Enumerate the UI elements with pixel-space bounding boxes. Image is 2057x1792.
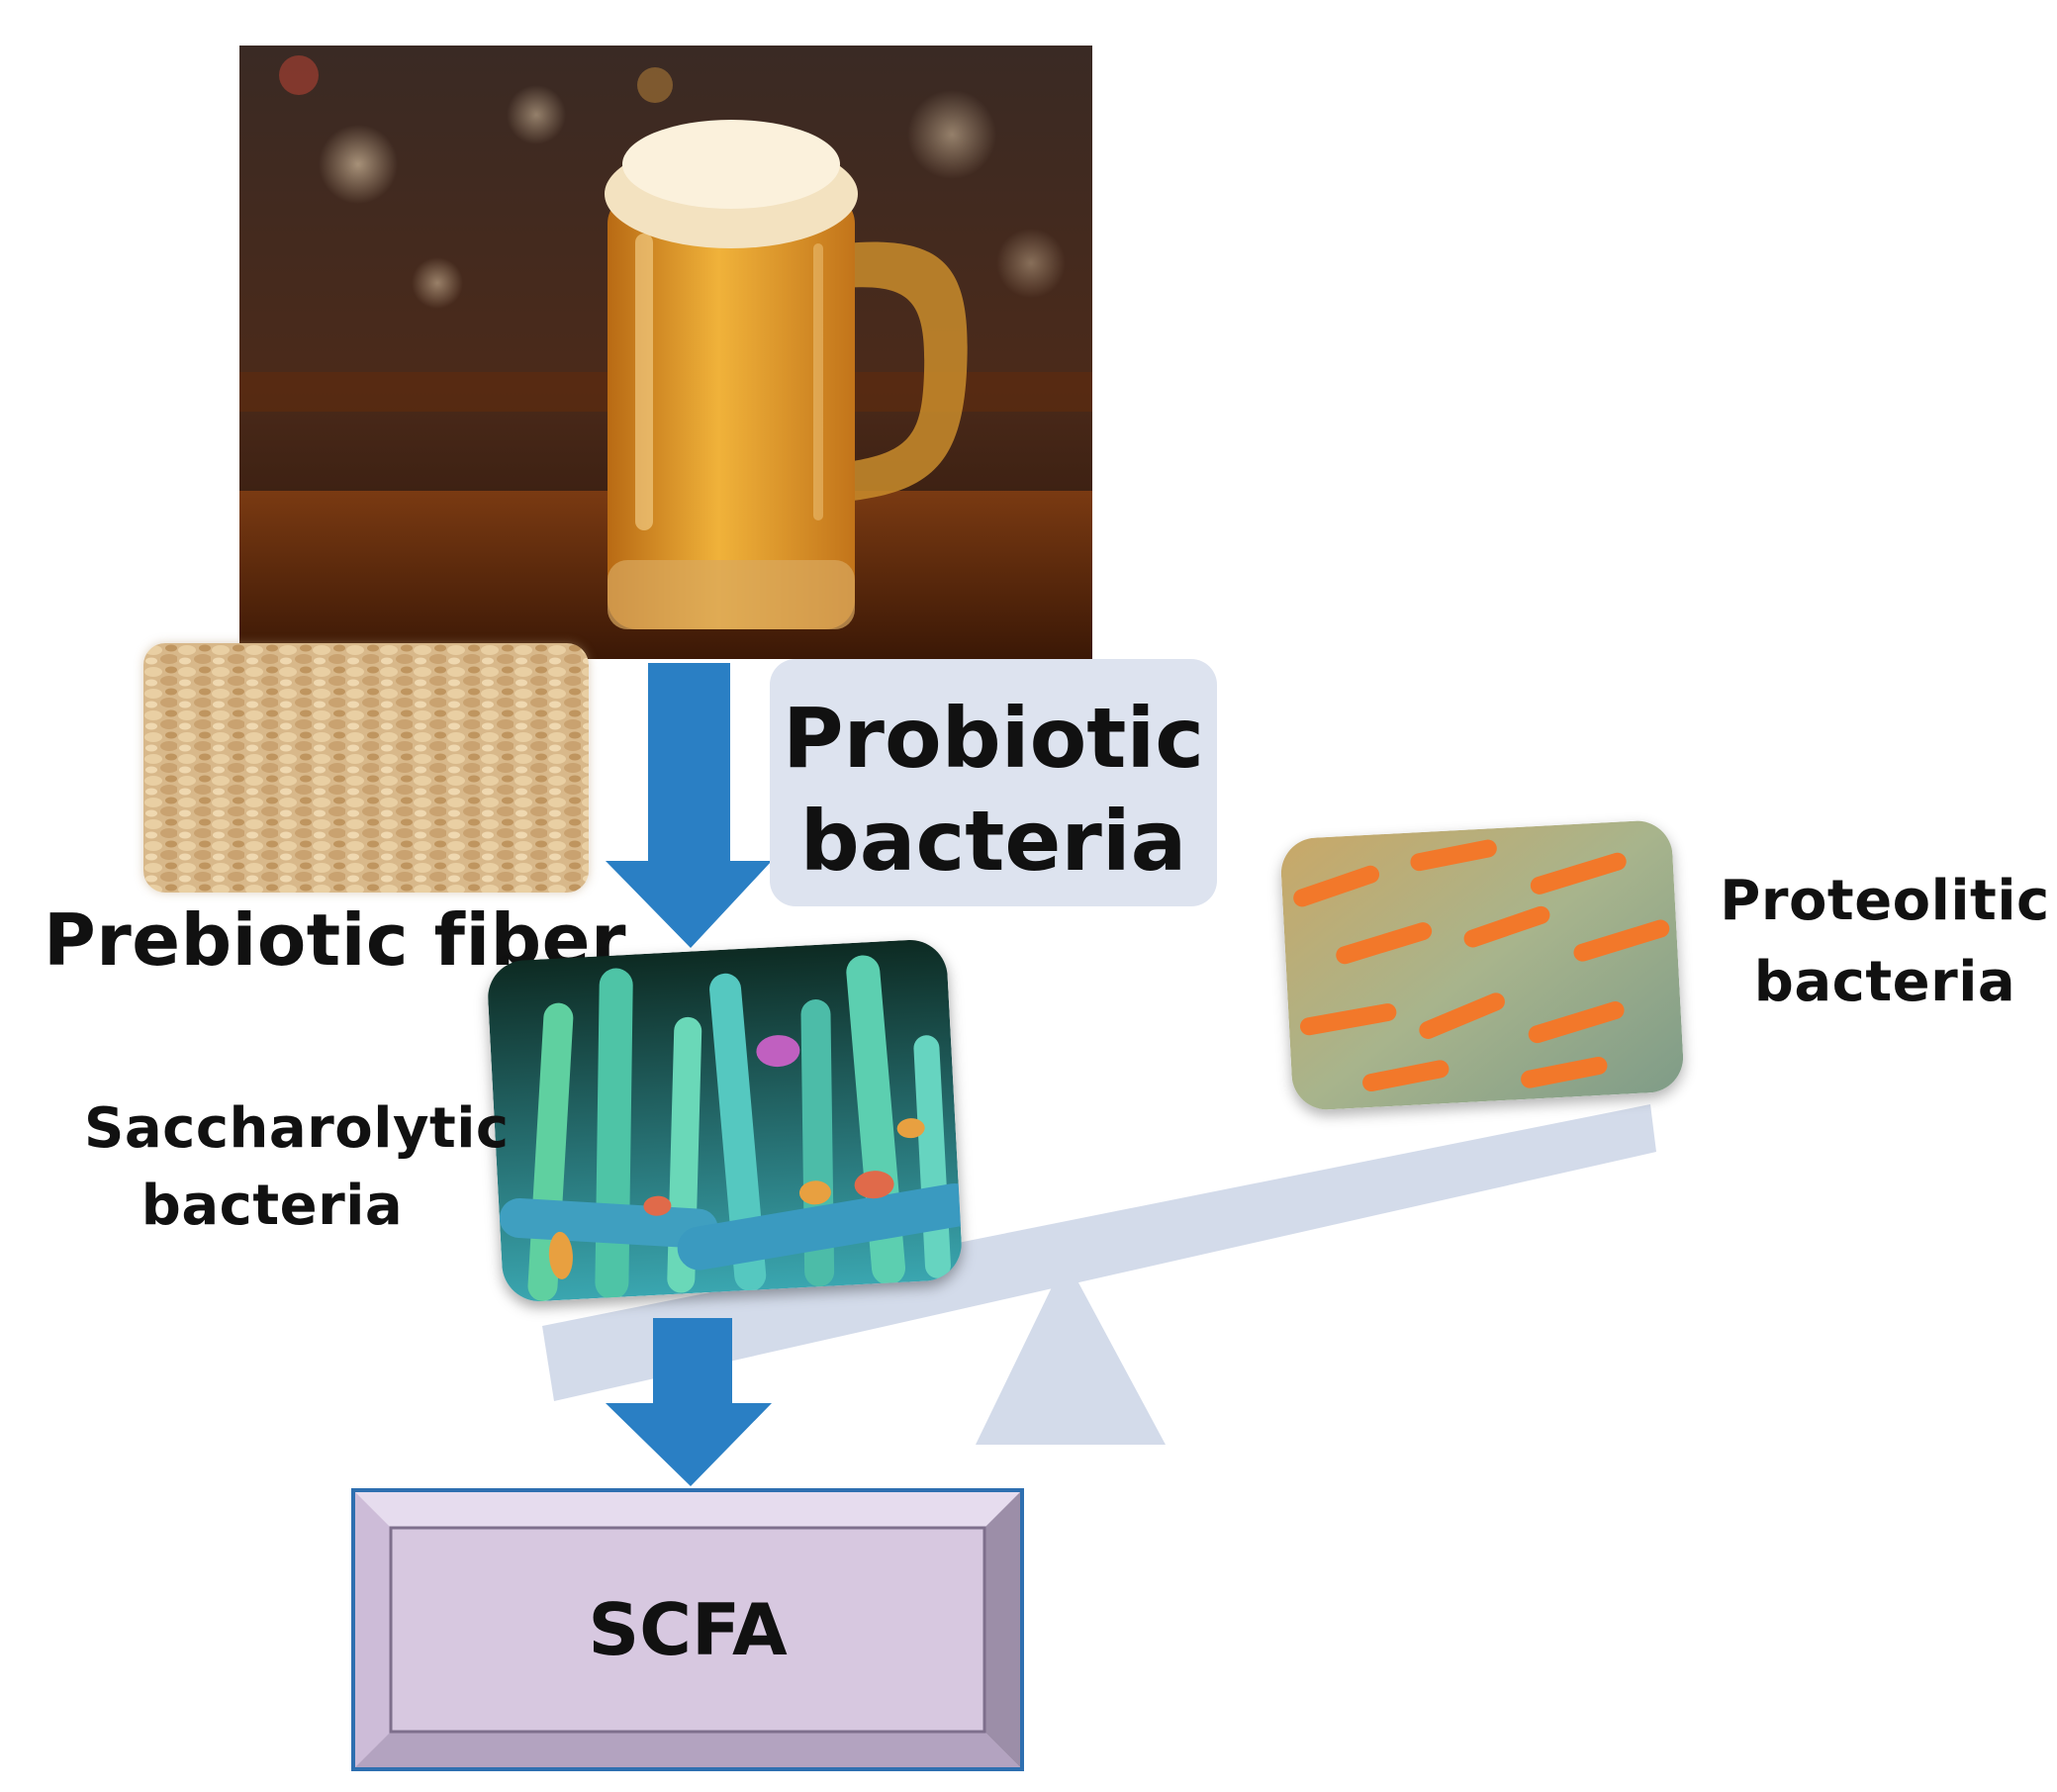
saccharolytic-label-line1: Saccharolytic <box>84 1096 510 1161</box>
proteolitic-label-line2: bacteria <box>1753 950 2016 1014</box>
proteolitic-bacteria-photo <box>1279 818 1685 1112</box>
grain-photo <box>143 643 589 893</box>
arrow-down-bottom <box>606 1318 772 1486</box>
beer-mug-photo <box>239 46 1092 659</box>
probiotic-bacteria-label: Probiotic bacteria <box>782 690 1205 890</box>
probiotic-bacteria-box: Probiotic bacteria <box>770 659 1217 906</box>
saccharolytic-bacteria-photo <box>486 938 964 1303</box>
proteolitic-bacteria-label: Proteolitic bacteria <box>1717 861 2053 1023</box>
saccharolytic-bacteria-label: Saccharolytic bacteria <box>84 1090 510 1245</box>
balance-fulcrum <box>976 1259 1166 1445</box>
saccharolytic-label-line2: bacteria <box>140 1174 404 1238</box>
balance-beam <box>542 1104 1656 1401</box>
scfa-label: SCFA <box>588 1588 788 1671</box>
proteolitic-label-line1: Proteolitic <box>1720 869 2050 933</box>
arrow-down-top <box>606 663 772 948</box>
scfa-box: SCFA <box>351 1488 1024 1771</box>
